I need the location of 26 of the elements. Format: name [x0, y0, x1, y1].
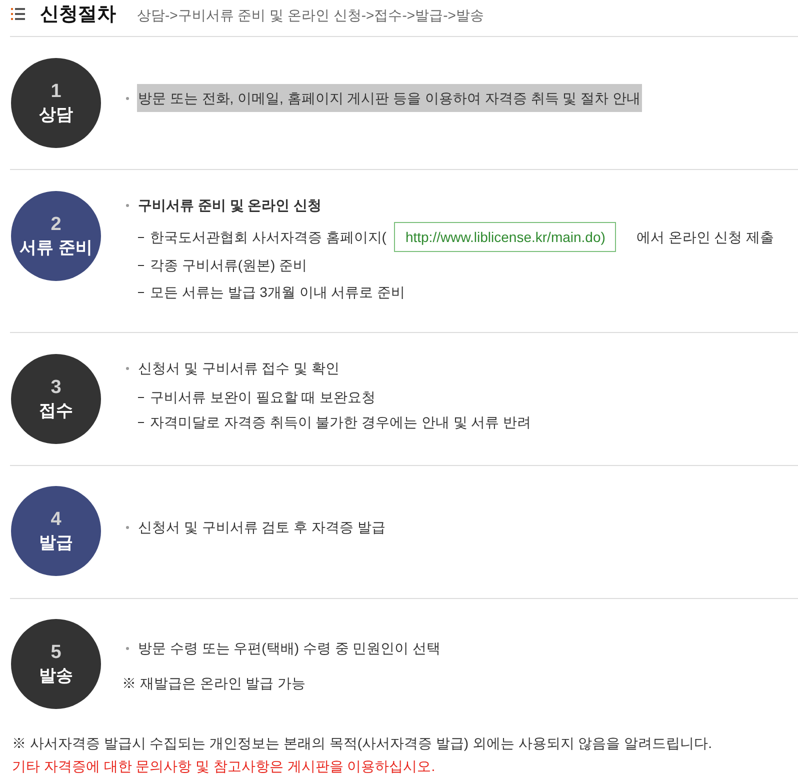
step-number: 3	[50, 376, 62, 399]
step-description: 구비서류 준비 및 온라인 신청	[122, 195, 322, 215]
page-title: 신청절차	[40, 3, 116, 27]
step-description: 신청서 및 구비서류 검토 후 자격증 발급	[122, 517, 386, 537]
step-description: 신청서 및 구비서류 접수 및 확인	[122, 358, 340, 378]
process-summary: 상담->구비서류 준비 및 온라인 신청->접수->발급->발송	[137, 6, 484, 25]
step-label: 발송	[39, 665, 73, 687]
step-label: 서류 준비	[20, 237, 92, 259]
privacy-note: ※ 사서자격증 발급시 수집되는 개인정보는 본래의 목적(사서자격증 발급) 외에는 사용되지 않음을 알려드립니다.	[12, 734, 712, 753]
step-number: 1	[50, 80, 62, 103]
step-description: 에서 온라인 신청 제출	[636, 228, 774, 247]
step-description: 모든 서류는 발급 3개월 이내 서류로 준비	[122, 282, 406, 302]
step-label: 상담	[39, 104, 73, 126]
inquiry-note: 기타 자격증에 대한 문의사항 및 참고사항은 게시판을 이용하십시오.	[12, 757, 436, 776]
step-description: 한국도서관협회 사서자격증 홈페이지(	[122, 227, 386, 247]
step-number: 2	[50, 213, 62, 236]
step-description: 구비서류 보완이 필요할 때 보완요청	[122, 387, 376, 407]
step-description: 방문 수령 또는 우편(택배) 수령 중 민원인이 선택	[122, 638, 441, 658]
step-description: 각종 구비서류(원본) 준비	[122, 255, 308, 275]
step-description: 자격미달로 자격증 취득이 불가한 경우에는 안내 및 서류 반려	[122, 412, 532, 432]
url-link: http://www.liblicense.kr/main.do)	[394, 222, 616, 252]
step-description: ※ 재발급은 온라인 발급 가능	[122, 674, 306, 693]
step-number: 5	[50, 641, 62, 664]
step-number: 4	[50, 508, 62, 531]
step-label: 발급	[39, 532, 73, 554]
step-label: 접수	[39, 400, 73, 422]
